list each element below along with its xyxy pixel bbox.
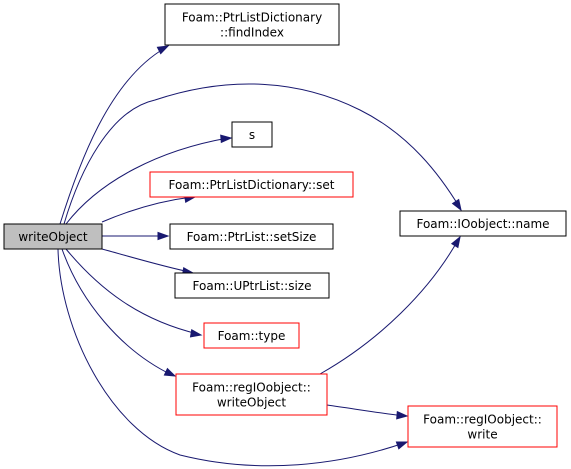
node-label-line: writeObject	[217, 396, 287, 410]
edge-line	[61, 248, 173, 376]
node-label-line: Foam::regIOobject::	[423, 413, 542, 427]
node-label-line: s	[249, 128, 255, 142]
edge-writeObject-to-name	[63, 83, 462, 225]
edge-arrowhead	[396, 410, 409, 420]
edge-arrowhead	[189, 329, 203, 338]
edge-writeObject-to-size	[101, 248, 195, 276]
edge-line	[63, 83, 461, 225]
node-regWriteObject[interactable]: Foam::regIOobject::writeObject	[175, 373, 328, 416]
node-box	[231, 121, 273, 148]
edge-arrowhead	[451, 198, 462, 212]
node-write[interactable]: Foam::regIOobject::write	[407, 405, 558, 448]
node-box	[399, 210, 567, 237]
node-box	[174, 272, 330, 299]
node-label-line: Foam::IOobject::name	[416, 217, 549, 231]
node-size[interactable]: Foam::UPtrList::size	[174, 272, 330, 299]
edge-line	[59, 47, 166, 225]
node-name[interactable]: Foam::IOobject::name	[399, 210, 567, 237]
node-box	[169, 223, 334, 250]
edge-writeObject-to-dictSet	[101, 194, 197, 223]
edge-line	[319, 239, 459, 375]
node-label-line: Foam::regIOobject::	[192, 381, 311, 395]
edge-arrowhead	[157, 231, 170, 241]
node-dictSet[interactable]: Foam::PtrListDictionary::set	[149, 171, 354, 198]
node-box	[203, 322, 300, 349]
edge-arrowhead	[395, 441, 409, 450]
edge-regWriteObject-to-name	[319, 235, 461, 375]
edge-arrowhead	[450, 235, 461, 249]
edge-line	[101, 248, 191, 273]
node-setSize[interactable]: Foam::PtrList::setSize	[169, 223, 334, 250]
edge-arrowhead	[156, 45, 170, 55]
node-label-line: Foam::PtrListDictionary	[182, 11, 322, 25]
node-box	[407, 405, 558, 448]
node-label-line: Foam::PtrListDictionary::set	[169, 178, 335, 192]
node-label-line: writeObject	[18, 230, 88, 244]
edge-arrowhead	[220, 134, 233, 144]
node-findIndex[interactable]: Foam::PtrListDictionary::findIndex	[164, 3, 340, 46]
nodes-layer: writeObject Foam::PtrListDictionary::find…	[3, 3, 567, 448]
edge-line	[326, 404, 405, 417]
node-box	[3, 223, 103, 250]
edge-line	[57, 248, 405, 467]
edge-line	[65, 248, 199, 335]
node-label-line: write	[467, 428, 497, 442]
edge-writeObject-to-findIndex	[59, 45, 170, 225]
node-type[interactable]: Foam::type	[203, 322, 300, 349]
edge-writeObject-to-regWriteObject	[61, 248, 177, 377]
node-box	[175, 373, 328, 416]
node-label-line: Foam::type	[218, 329, 286, 343]
node-label-line: ::findIndex	[220, 26, 284, 40]
edge-line	[101, 196, 193, 223]
edge-regWriteObject-to-write	[326, 404, 409, 420]
edge-arrowhead	[163, 367, 177, 377]
node-s[interactable]: s	[231, 121, 273, 148]
edge-writeObject-to-type	[65, 248, 203, 338]
node-writeObject[interactable]: writeObject	[3, 223, 103, 250]
edge-writeObject-to-s	[65, 134, 233, 225]
node-label-line: Foam::UPtrList::size	[193, 279, 312, 293]
node-label-line: Foam::PtrList::setSize	[187, 230, 317, 244]
node-box	[164, 3, 340, 46]
edge-writeObject-to-write	[57, 248, 409, 467]
edge-writeObject-to-setSize	[102, 231, 170, 241]
node-box	[149, 171, 354, 198]
edge-line	[65, 137, 229, 225]
